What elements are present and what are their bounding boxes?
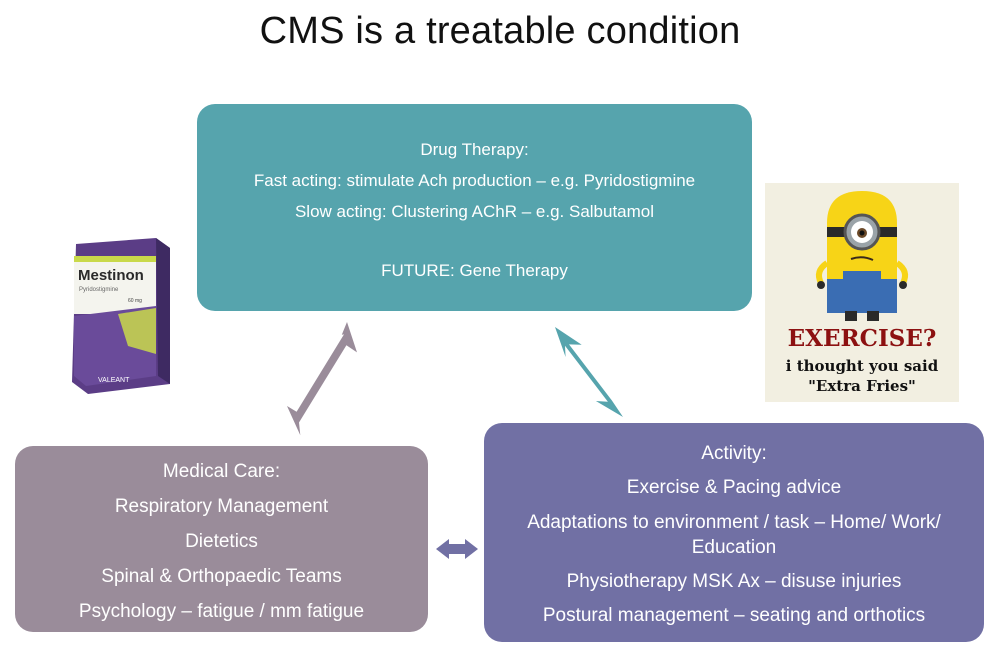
drug-therapy-heading-text: Drug Therapy xyxy=(420,140,524,159)
slide-title: CMS is a treatable condition xyxy=(259,10,741,52)
meme-caption-headline: EXERCISE? xyxy=(787,325,937,352)
drug-therapy-future: FUTURE: Gene Therapy xyxy=(381,261,568,280)
arrow-medical-activity xyxy=(436,539,478,559)
medical-care-line: Respiratory Management xyxy=(114,496,329,517)
meme-caption-line: i thought you said xyxy=(785,357,939,375)
medical-care-line: Spinal & Orthopaedic Teams xyxy=(101,566,342,587)
activity-line: Physiotherapy MSK Ax – disuse injuries xyxy=(566,571,902,592)
mestinon-dose-text: 60 mg xyxy=(128,298,142,304)
mestinon-brand-text: Mestinon xyxy=(78,267,144,284)
drug-therapy-heading: Drug Therapy: xyxy=(420,140,529,159)
minion-illustration xyxy=(816,191,908,321)
activity-line: Adaptations to environment / task – Home… xyxy=(484,505,984,565)
meme-caption-line: "Extra Fries" xyxy=(808,377,916,395)
medical-care-heading-text: Medical Care xyxy=(162,461,275,482)
drug-therapy-line: Fast acting: stimulate Ach production – … xyxy=(253,171,696,190)
activity-heading: Activity: xyxy=(701,443,767,464)
activity-line: Postural management – seating and orthot… xyxy=(542,605,926,626)
mestinon-box-image: Mestinon Pyridostigmine 60 mg VALEANT xyxy=(72,238,170,394)
activity-line: Exercise & Pacing advice xyxy=(626,477,842,498)
medical-care-heading: Medical Care: xyxy=(162,461,281,482)
drug-therapy-box: Drug Therapy: Fast acting: stimulate Ach… xyxy=(197,104,752,311)
drug-therapy-line: Slow acting: Clustering AChR – e.g. Salb… xyxy=(294,202,655,221)
medical-care-line: Dietetics xyxy=(185,531,258,552)
mestinon-generic-text: Pyridostigmine xyxy=(79,287,119,293)
minion-meme-image: EXERCISE? i thought you said "Extra Frie… xyxy=(765,183,959,402)
arrow-drug-medical xyxy=(287,322,357,436)
medical-care-box: Medical Care: Respiratory Management Die… xyxy=(15,446,428,632)
medical-care-line: Psychology – fatigue / mm fatigue xyxy=(78,601,365,622)
activity-line-part: Adaptations to environment / task – Home… xyxy=(527,512,941,533)
activity-line-part: Education xyxy=(691,537,777,558)
arrow-drug-activity xyxy=(555,327,623,417)
activity-heading-text: Activity xyxy=(701,443,762,464)
mestinon-maker-text: VALEANT xyxy=(98,377,130,384)
meme-caption-subtext: i thought you said "Extra Fries" xyxy=(765,356,959,396)
activity-box: Activity: Exercise & Pacing advice Adapt… xyxy=(484,423,984,642)
